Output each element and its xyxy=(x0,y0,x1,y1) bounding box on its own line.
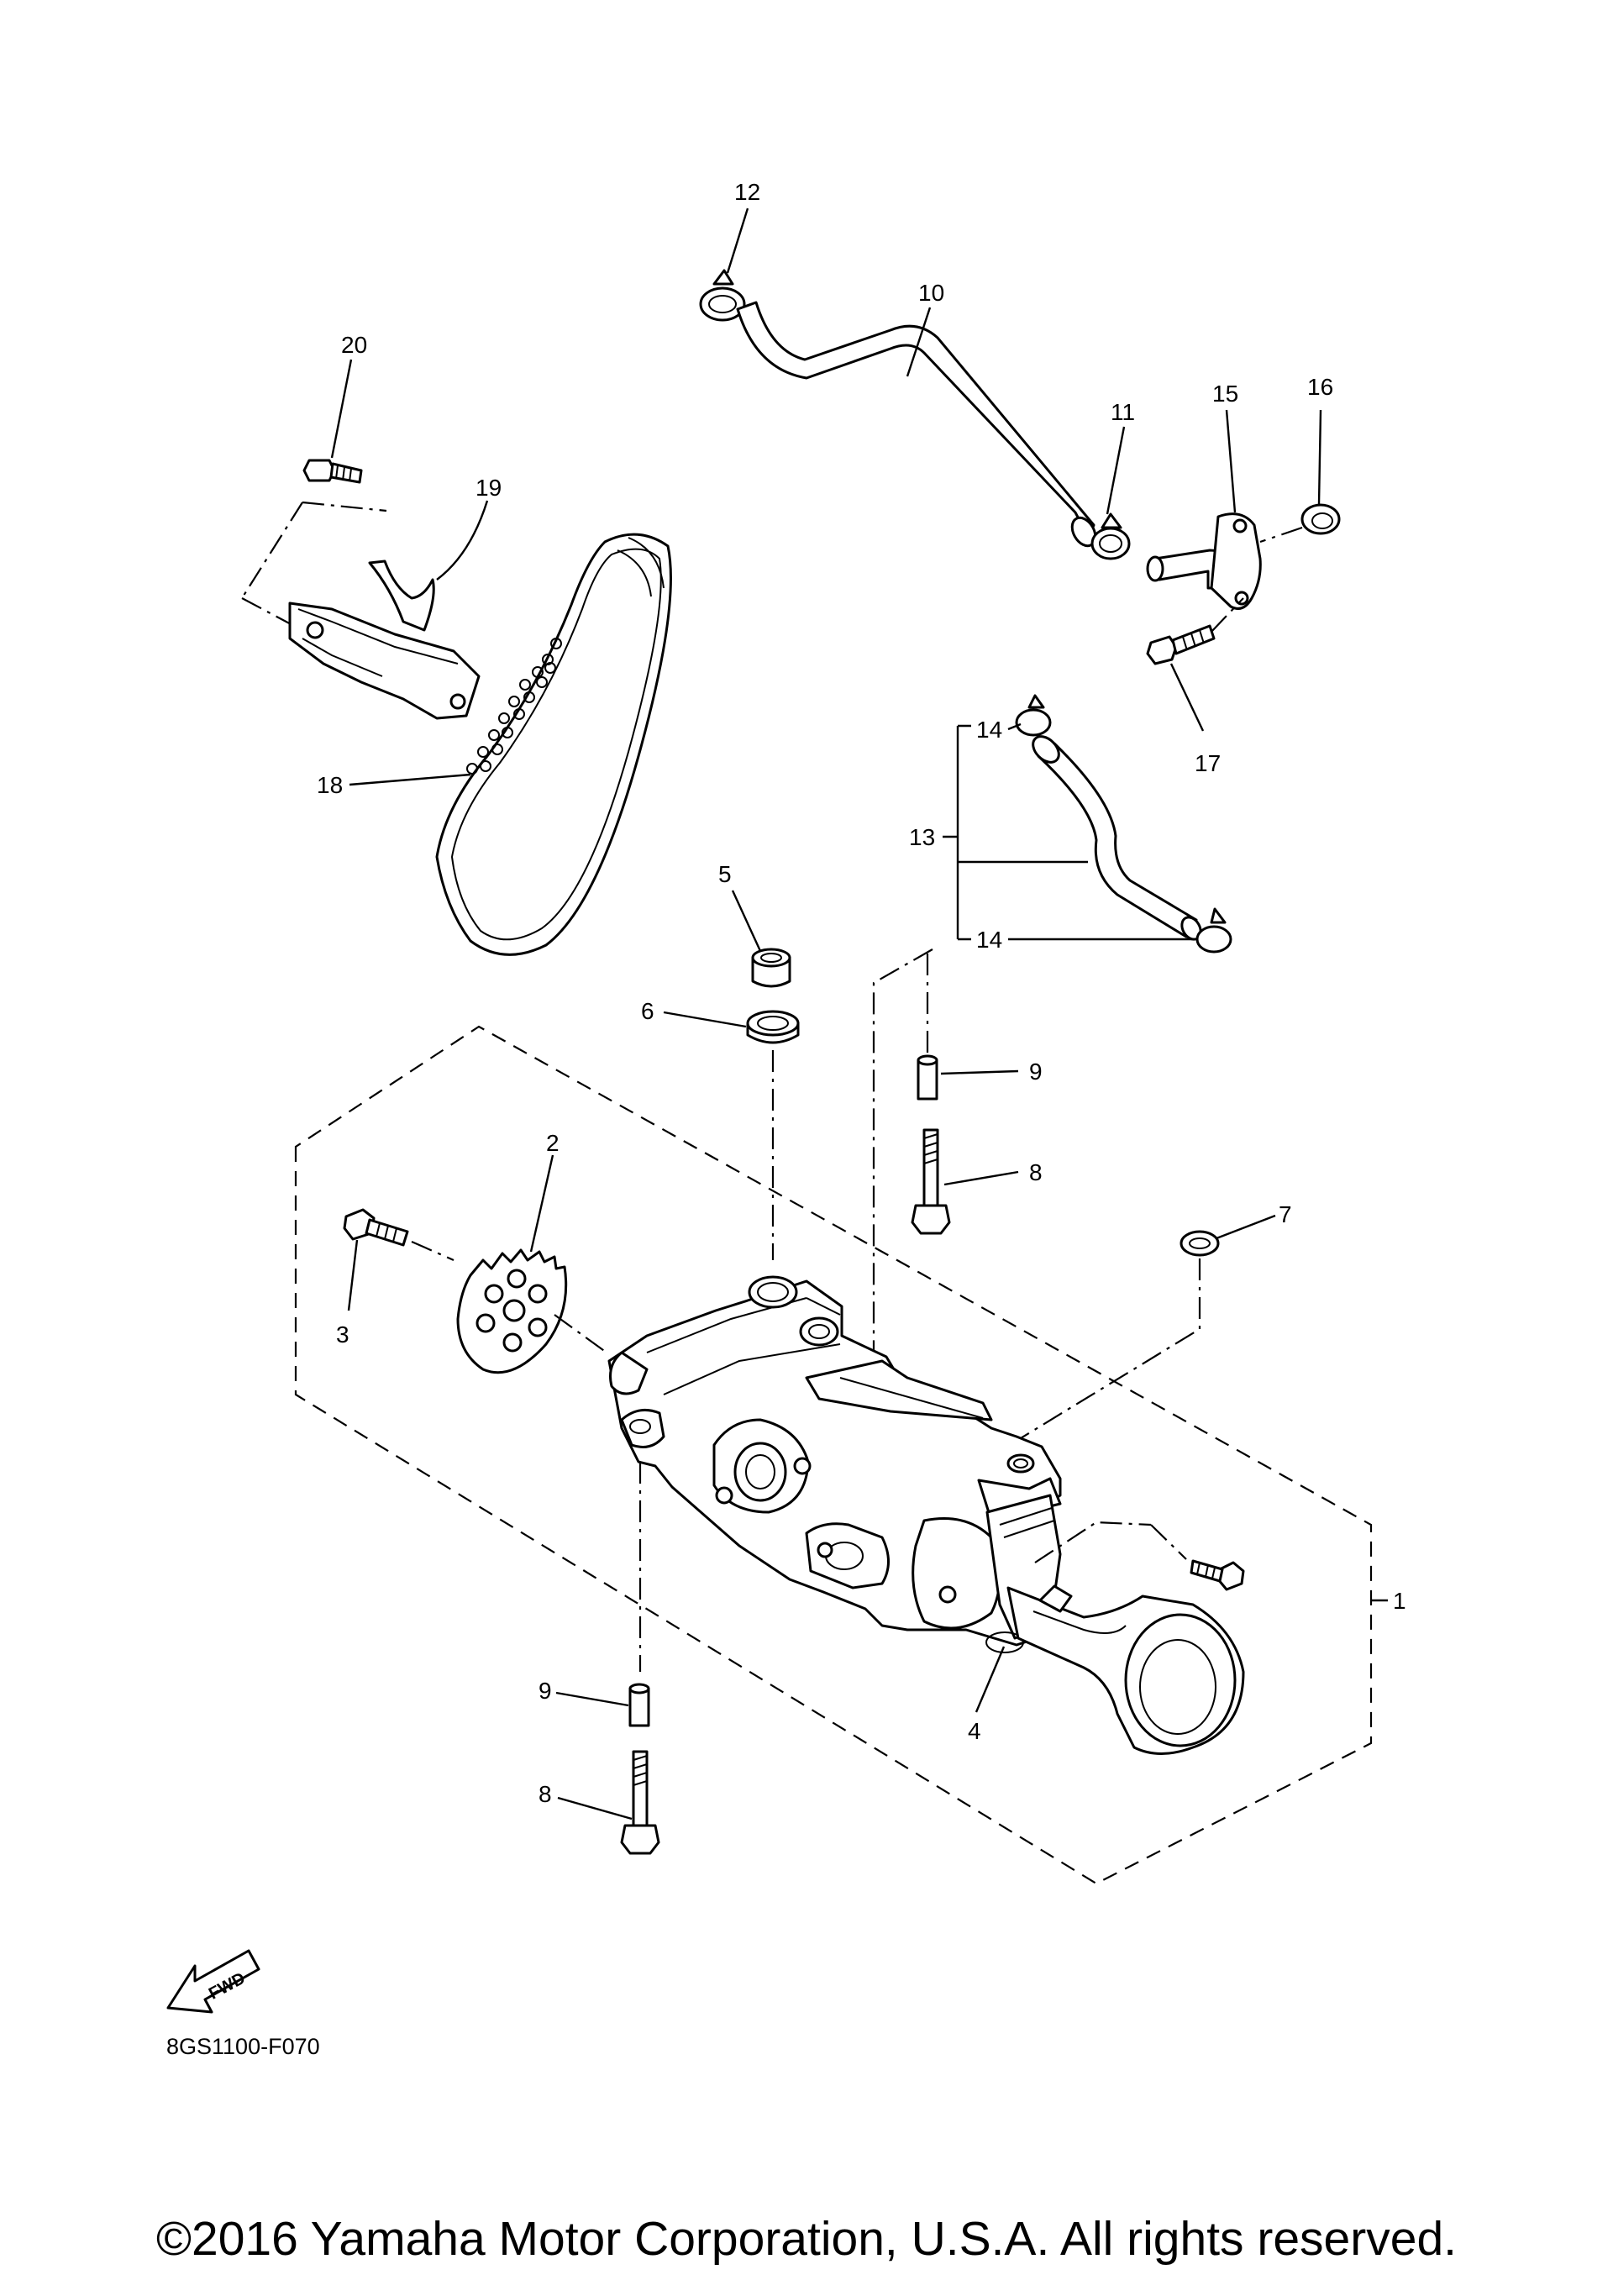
part-18-chain xyxy=(435,533,672,956)
callout-leader-20 xyxy=(330,359,353,459)
callout-5: 5 xyxy=(718,861,732,887)
part-3-bolt xyxy=(343,1208,409,1247)
callout-leader-18 xyxy=(349,773,471,786)
part-9-dowel-upper xyxy=(917,1054,938,1101)
assembly-boundary xyxy=(294,1025,1373,1885)
callout-leader-11 xyxy=(1106,426,1126,515)
part-14-clamp-lower xyxy=(1195,907,1232,954)
callout-leader-16 xyxy=(1317,409,1322,505)
callout-14-lower: 14 xyxy=(976,927,1002,953)
fwd-arrow-icon: FWD xyxy=(166,1949,260,2014)
callout-leader-12 xyxy=(726,208,749,274)
part-9-dowel-lower xyxy=(628,1683,650,1727)
part-13-hose xyxy=(1032,735,1202,941)
part-17-install-line xyxy=(1211,597,1244,633)
callout-leader-19 xyxy=(436,500,489,581)
strainer-bolt xyxy=(1190,1559,1245,1591)
part-17-bolt xyxy=(1146,624,1216,665)
callout-leader-14-upper xyxy=(1007,722,1022,731)
callout-13: 13 xyxy=(909,824,935,850)
callout-18: 18 xyxy=(317,772,343,798)
callout-12: 12 xyxy=(734,179,760,205)
callout-leader-8-upper xyxy=(943,1170,1019,1186)
callout-8-upper: 8 xyxy=(1029,1159,1043,1185)
part-12-clamp xyxy=(699,269,746,322)
callout-2: 2 xyxy=(546,1130,560,1156)
part-15-pipe-flange xyxy=(1146,512,1262,610)
callout-6: 6 xyxy=(641,998,654,1024)
callout-leader-9-lower xyxy=(555,1691,629,1707)
callout-8-lower: 8 xyxy=(539,1781,552,1807)
callout-leader-8-lower xyxy=(557,1796,633,1821)
copyright-notice: ©2016 Yamaha Motor Corporation, U.S.A. A… xyxy=(156,2212,1457,2266)
callout-9-lower: 9 xyxy=(539,1678,552,1704)
callout-leader-5 xyxy=(731,890,762,952)
part-10-hose xyxy=(736,301,1097,548)
callout-3: 3 xyxy=(336,1321,349,1348)
callout-bracket-13 xyxy=(943,724,1088,941)
part-7-o-ring xyxy=(1180,1230,1220,1257)
callout-14-upper: 14 xyxy=(976,717,1002,743)
part-8-bolt-upper xyxy=(911,1128,951,1235)
part-20-bolt xyxy=(302,459,363,484)
callout-19: 19 xyxy=(475,475,502,501)
part-20-install-box xyxy=(241,501,387,627)
callout-17: 17 xyxy=(1195,750,1221,776)
callout-leader-6 xyxy=(663,1011,747,1028)
callout-7: 7 xyxy=(1279,1201,1292,1227)
callout-20: 20 xyxy=(341,332,367,358)
callout-4: 4 xyxy=(968,1718,981,1744)
callout-leader-9-upper xyxy=(940,1069,1019,1075)
callout-leader-4 xyxy=(975,1646,1006,1713)
part-7-install-line xyxy=(1016,1258,1201,1442)
callout-leader-10 xyxy=(906,307,932,377)
callout-leader-15 xyxy=(1225,409,1237,513)
callout-15: 15 xyxy=(1212,381,1238,407)
part-2-install-line xyxy=(554,1314,607,1353)
part-8-bolt-lower xyxy=(620,1750,660,1855)
part-20-install-line xyxy=(241,502,303,599)
part-2-gear xyxy=(456,1248,568,1374)
callout-leader-17 xyxy=(1169,663,1205,732)
callout-9-upper: 9 xyxy=(1029,1059,1043,1085)
part-16-seal xyxy=(1300,503,1341,535)
oil-pump-body xyxy=(607,1275,1062,1653)
part-11-clamp xyxy=(1090,512,1131,560)
part-6-seal xyxy=(746,1010,800,1044)
callout-leader-3 xyxy=(347,1239,359,1311)
part-16-install-line xyxy=(1259,526,1303,544)
strainer-bolt-install-line xyxy=(1150,1524,1187,1560)
part-5-collar xyxy=(751,948,791,988)
part-3-install-line xyxy=(411,1240,454,1262)
part-19-chain-guide xyxy=(288,560,481,720)
callout-11: 11 xyxy=(1111,399,1135,425)
part-4-strainer xyxy=(1006,1584,1245,1755)
diagram-code: 8GS1100-F070 xyxy=(166,2034,320,2059)
callout-leader-7 xyxy=(1216,1214,1276,1240)
callout-16: 16 xyxy=(1307,374,1333,400)
callout-1: 1 xyxy=(1393,1588,1406,1614)
callout-10: 10 xyxy=(918,280,944,306)
callout-leader-2 xyxy=(529,1154,554,1253)
part-14-clamp-upper xyxy=(1015,694,1052,737)
